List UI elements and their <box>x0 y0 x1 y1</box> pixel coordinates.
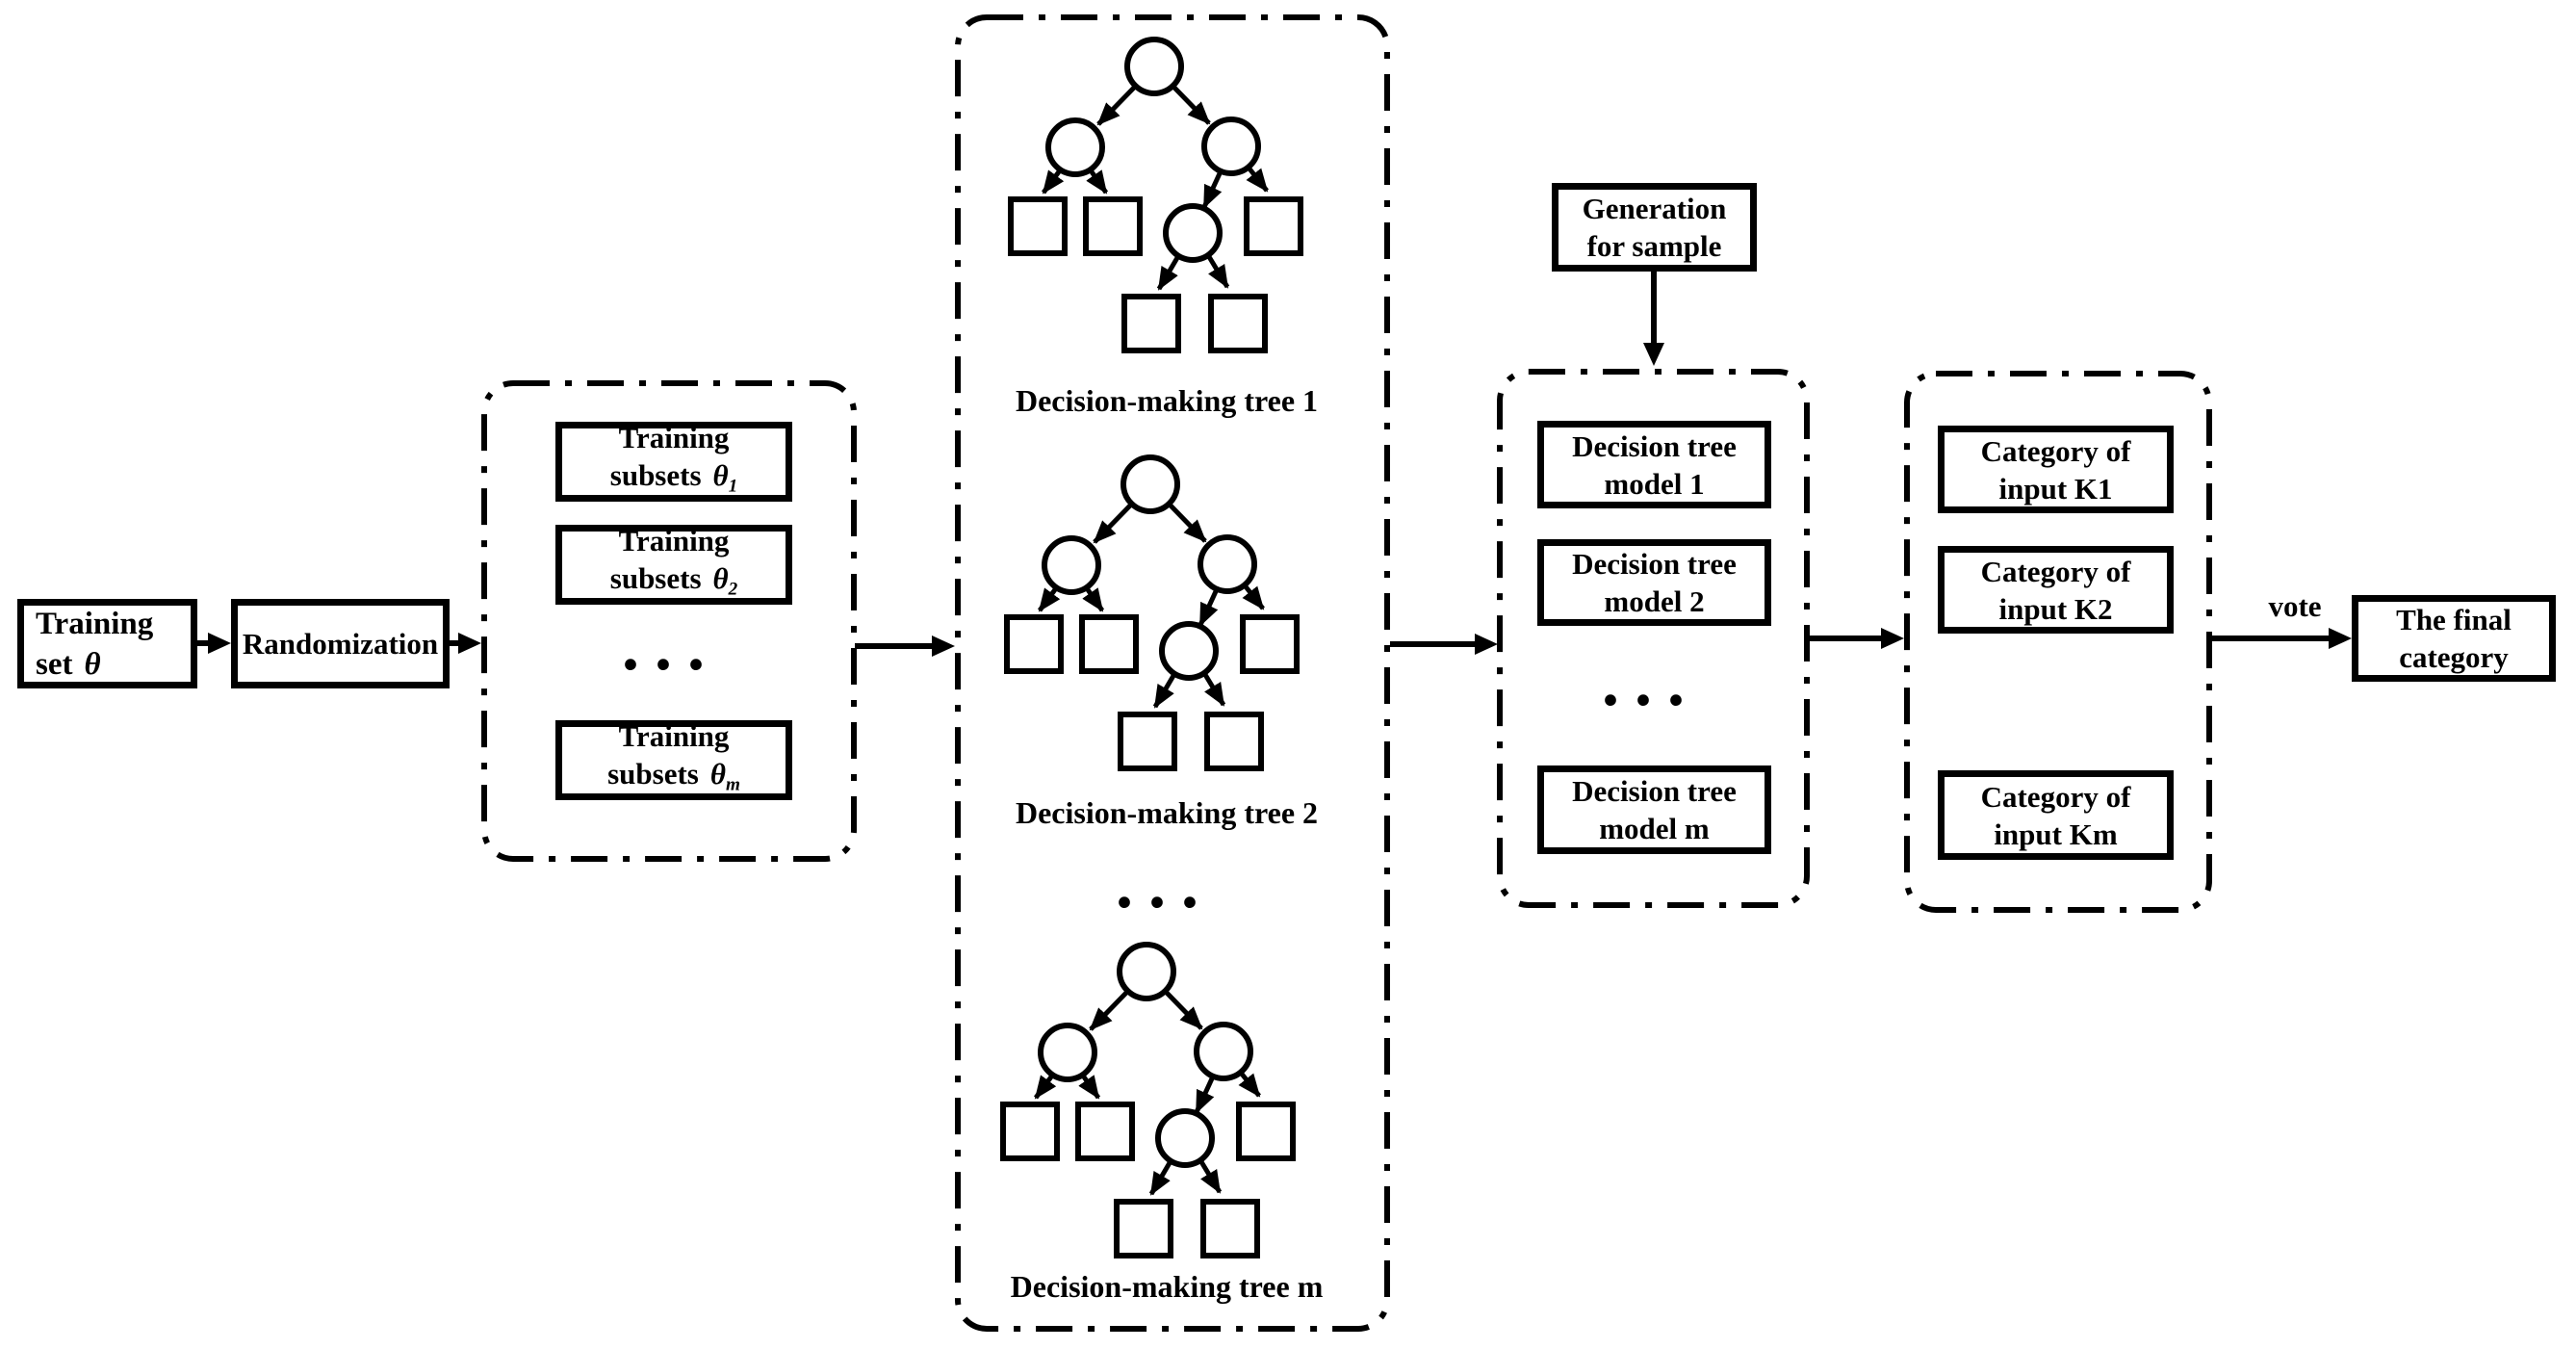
categories-group-border <box>1904 371 2212 913</box>
trees-ellipsis: ... <box>1116 845 1214 922</box>
category-km-box: Category of input Km <box>1938 770 2174 860</box>
tree-model-m-box: Decision tree model m <box>1537 765 1771 854</box>
tree-models-group-border <box>1497 369 1810 908</box>
model-1-line1: Decision tree <box>1572 428 1737 463</box>
arrow-line-trainingset-randomization <box>196 640 210 646</box>
category-k1-box: Category of input K1 <box>1938 426 2174 513</box>
category-k2-line2: input K2 <box>1998 591 2113 626</box>
tree-model-2-box: Decision tree model 2 <box>1537 539 1771 626</box>
final-category-box: The final category <box>2352 595 2556 682</box>
arrow-line-trees-models <box>1390 641 1477 647</box>
arrow-line-randomization-subsets <box>450 640 460 646</box>
category-k2-box: Category of input K2 <box>1938 546 2174 634</box>
randomization-box: Randomization <box>231 599 450 688</box>
subset-m-line1: Training <box>618 718 730 753</box>
model-m-line1: Decision tree <box>1572 774 1737 808</box>
final-line2: category <box>2399 640 2509 674</box>
subset-1-line1: Training <box>618 420 730 454</box>
arrowhead-models-categories <box>1881 628 1904 649</box>
category-k1-line1: Category of <box>1980 433 2131 468</box>
generation-line1: Generation <box>1582 192 1727 225</box>
final-line1: The final <box>2396 603 2512 636</box>
subset-2-line1: Training <box>618 523 730 558</box>
model-2-line1: Decision tree <box>1572 547 1737 581</box>
decision-tree-1-graphic <box>1005 35 1301 354</box>
randomization-label: Randomization <box>242 627 439 661</box>
tree-model-1-box: Decision tree model 1 <box>1537 421 1771 508</box>
arrow-line-models-categories <box>1810 636 1885 641</box>
tree-m-caption: Decision-making tree m <box>1010 1269 1324 1304</box>
tree-2-caption: Decision-making tree 2 <box>1015 795 1319 830</box>
arrowhead-randomization-subsets <box>458 633 481 654</box>
arrow-line-categories-final <box>2212 636 2331 641</box>
arrowhead-trainingset-randomization <box>208 633 231 654</box>
subsets-ellipsis: ... <box>622 608 720 685</box>
arrow-line-subsets-trees <box>855 643 934 649</box>
tree-1-caption: Decision-making tree 1 <box>1015 383 1319 418</box>
generation-line2: for sample <box>1586 229 1722 263</box>
arrowhead-subsets-trees <box>932 636 955 657</box>
decision-trees-group-border <box>955 14 1390 1332</box>
decision-tree-m-graphic <box>997 940 1294 1259</box>
arrowhead-trees-models <box>1475 634 1498 655</box>
models-ellipsis: ... <box>1602 643 1700 720</box>
category-k1-line2: input K1 <box>1998 471 2113 506</box>
theta-symbol: θ <box>84 646 101 682</box>
arrow-line-generation-models <box>1651 272 1657 343</box>
category-k2-line1: Category of <box>1980 554 2131 588</box>
generation-for-sample-box: Generation for sample <box>1552 183 1757 272</box>
arrowhead-categories-final <box>2329 628 2352 649</box>
model-1-line2: model 1 <box>1604 466 1705 501</box>
category-km-line2: input Km <box>1994 817 2118 851</box>
training-subsets-group-border <box>481 380 857 862</box>
decision-tree-2-graphic <box>1001 453 1298 772</box>
model-m-line2: model m <box>1599 812 1710 845</box>
arrowhead-generation-models <box>1643 343 1664 366</box>
category-km-line1: Category of <box>1980 779 2131 814</box>
vote-label: vote <box>2268 589 2322 623</box>
training-set-line1: Training <box>36 606 154 641</box>
model-2-line2: model 2 <box>1604 584 1705 618</box>
